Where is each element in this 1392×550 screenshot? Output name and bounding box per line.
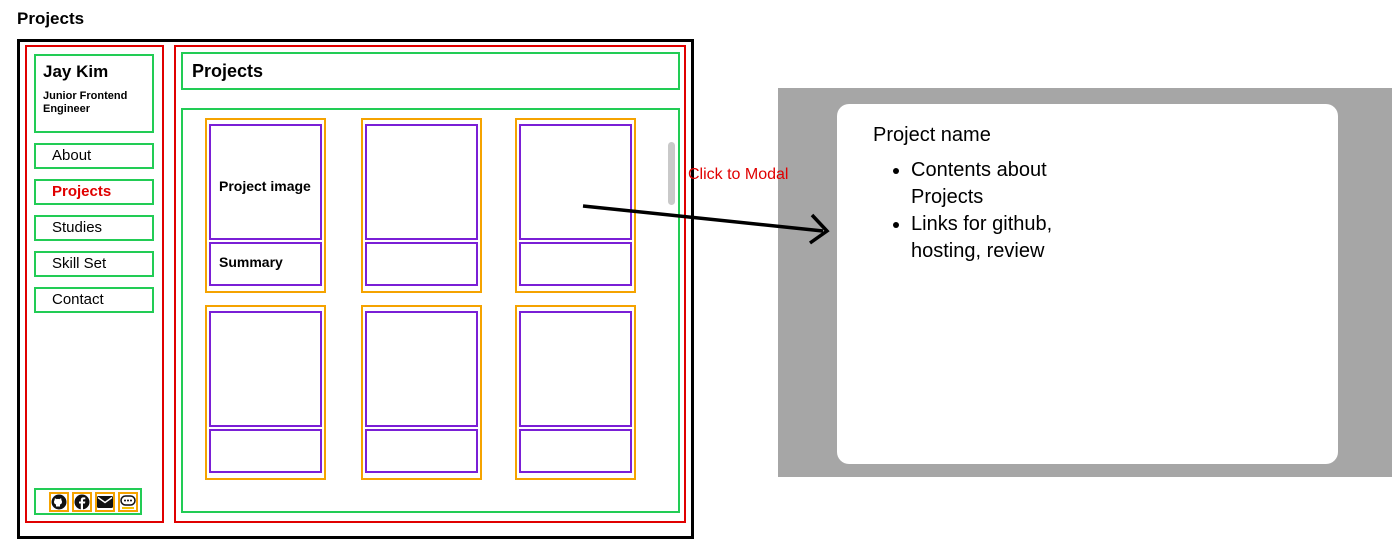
project-image	[519, 311, 632, 427]
profile-name: Jay Kim	[43, 62, 109, 81]
project-image	[365, 311, 478, 427]
main-header: Projects	[181, 52, 680, 90]
project-image	[209, 311, 322, 427]
facebook-icon[interactable]	[72, 492, 92, 512]
project-card[interactable]	[361, 118, 482, 293]
social-links	[34, 488, 142, 515]
page-title: Projects	[17, 9, 85, 28]
modal-bullet-list: Contents about Projects Links for github…	[873, 157, 1338, 265]
grid-scrollbar[interactable]	[668, 142, 675, 205]
page-frame	[17, 39, 694, 539]
project-summary-label: Summary	[219, 254, 283, 270]
project-modal: Project name Contents about Projects Lin…	[837, 104, 1338, 464]
github-icon[interactable]	[49, 492, 69, 512]
main-section	[174, 45, 686, 523]
project-summary	[519, 429, 632, 473]
project-image-label: Project image	[219, 178, 311, 194]
project-summary	[209, 429, 322, 473]
sidebar-item-studies[interactable]: Studies	[34, 215, 154, 241]
sidebar-item-about[interactable]: About	[34, 143, 154, 169]
project-image	[519, 124, 632, 240]
project-summary	[365, 429, 478, 473]
sidebar-item-projects[interactable]: Projects	[34, 179, 154, 205]
project-summary	[365, 242, 478, 286]
modal-bullet: Links for github, hosting, review	[911, 211, 1121, 265]
project-card[interactable]	[205, 305, 326, 480]
project-summary	[519, 242, 632, 286]
project-card[interactable]	[361, 305, 482, 480]
project-card[interactable]	[205, 118, 326, 293]
project-image	[365, 124, 478, 240]
modal-title: Project name	[873, 124, 991, 146]
modal-bullet: Contents about Projects	[911, 157, 1121, 211]
chat-bubble-icon[interactable]	[118, 492, 138, 512]
project-summary: Summary	[209, 242, 322, 286]
annotation-label: Click to Modal	[688, 166, 789, 183]
project-grid	[181, 108, 680, 513]
project-card[interactable]	[515, 305, 636, 480]
mail-icon[interactable]	[95, 492, 115, 512]
sidebar-item-skill-set[interactable]: Skill Set	[34, 251, 154, 277]
project-image: Project image	[209, 124, 322, 240]
sidebar	[25, 45, 164, 523]
profile-role: Junior Frontend Engineer	[43, 90, 128, 115]
profile-box: Jay Kim Junior Frontend Engineer	[34, 54, 154, 133]
sidebar-item-contact[interactable]: Contact	[34, 287, 154, 313]
